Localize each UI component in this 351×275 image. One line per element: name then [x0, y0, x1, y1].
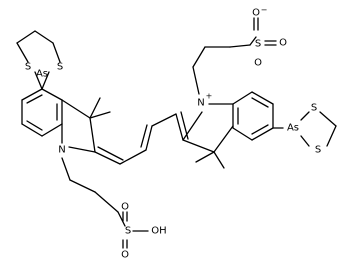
atom-sulfur: S — [311, 103, 317, 114]
atom-oxygen: O — [121, 250, 129, 261]
atom-sulfur: S — [315, 145, 321, 156]
atom-arsenic: As — [36, 69, 48, 80]
atom-sulfur: S — [255, 39, 261, 50]
right-indolium-bonds — [182, 17, 337, 169]
atom-sulfur: S — [125, 226, 131, 237]
atom-hydroxyl: OH — [151, 226, 166, 237]
polymethine-bridge-bonds — [94, 111, 189, 165]
atom-labels: S S As N S O O OH N + S O O O − As S S — [25, 6, 321, 261]
atom-sulfur: S — [57, 62, 63, 73]
atom-oxygen: O — [252, 8, 260, 19]
positive-charge: + — [206, 92, 213, 101]
left-indoline-bonds — [16, 30, 149, 249]
atom-sulfur: S — [25, 62, 31, 73]
atom-arsenic: As — [287, 123, 299, 134]
atom-oxygen: O — [279, 38, 287, 49]
atom-oxygen: O — [254, 58, 262, 69]
atom-nitrogen: N — [58, 145, 65, 156]
atom-nitrogen: N — [197, 98, 204, 109]
atom-oxygen: O — [121, 202, 129, 213]
negative-charge: − — [261, 6, 268, 15]
